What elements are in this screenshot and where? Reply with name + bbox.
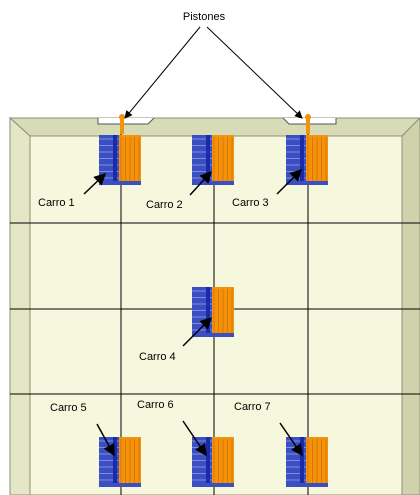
cart-3-arrow — [276, 168, 303, 195]
cart-3-callout: Carro 3 — [232, 168, 303, 209]
cart-4 — [192, 287, 234, 337]
cart-1-arrow — [83, 172, 107, 195]
cart-7 — [286, 437, 328, 487]
pistons-arrow-left — [124, 26, 201, 119]
cart-6-callout: Carro 6 — [137, 399, 207, 457]
cart-6-label: Carro 6 — [137, 399, 174, 411]
cart-5-label: Carro 5 — [50, 402, 87, 414]
cart-3-label: Carro 3 — [232, 197, 269, 209]
cart-2-label: Carro 2 — [146, 199, 183, 211]
cart-7-label: Carro 7 — [234, 401, 271, 413]
piston-slot-left — [97, 117, 155, 125]
cart-4-callout: Carro 4 — [139, 316, 213, 363]
cart-2-callout: Carro 2 — [146, 170, 213, 211]
cart-2-arrow — [189, 170, 213, 196]
cart-5-callout: Carro 5 — [50, 402, 115, 457]
cart-1 — [99, 135, 141, 185]
cart-1-label: Carro 1 — [38, 197, 75, 209]
piston-right — [305, 114, 311, 134]
cart-4-label: Carro 4 — [139, 351, 176, 363]
cart-1-callout: Carro 1 — [38, 172, 107, 209]
floor-grid — [10, 124, 420, 495]
cart-4-arrow — [182, 316, 213, 347]
piston-left — [119, 114, 125, 134]
frame-right — [401, 117, 420, 495]
cart-5-arrow — [96, 423, 115, 457]
frame-left — [9, 116, 31, 495]
cart-7-callout: Carro 7 — [234, 401, 303, 457]
pistons-arrow-right — [206, 26, 303, 119]
cart-5 — [99, 437, 141, 487]
cart-6-arrow — [182, 420, 207, 457]
frame-top — [8, 117, 420, 137]
pistons-label: Pistones — [183, 11, 226, 23]
cart-2 — [192, 135, 234, 185]
cart-3 — [286, 135, 328, 185]
cart-7-arrow — [279, 422, 303, 457]
